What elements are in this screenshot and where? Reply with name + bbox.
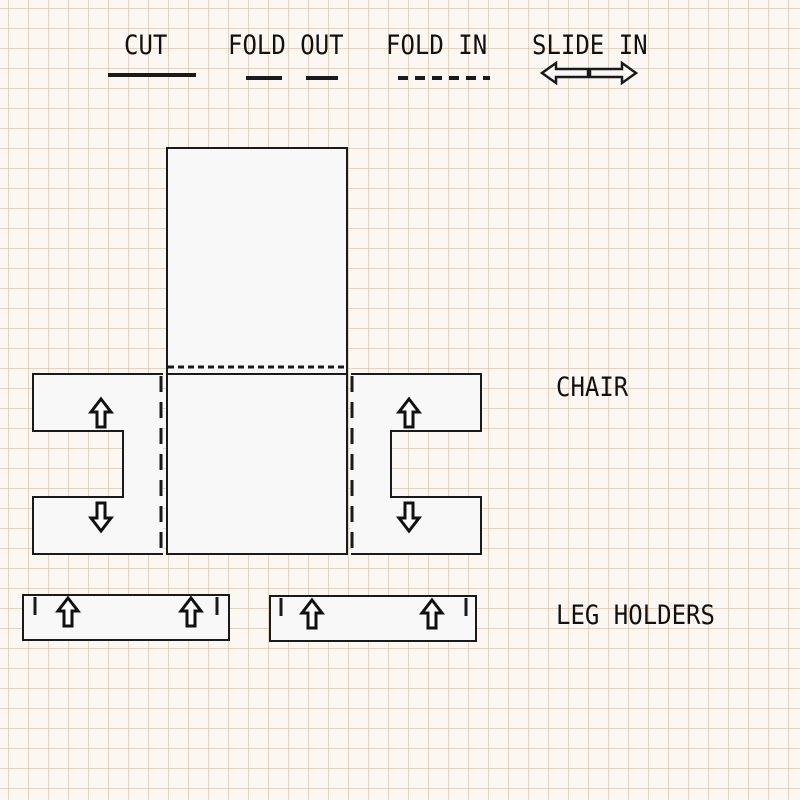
legend-slide-in-icon [539, 60, 639, 86]
legend-cut-label: CUT [124, 30, 168, 61]
leg-holder-left [22, 594, 230, 641]
leg-holders-label: LEG HOLDERS [556, 600, 715, 631]
legend-slide-in-label: SLIDE IN [532, 30, 648, 61]
chair-right-side-panel [351, 373, 482, 555]
chair-seat [166, 373, 348, 555]
legend-samples [108, 60, 639, 86]
leg-holder-right [269, 595, 477, 642]
legend-fold-out-label: FOLD OUT [228, 30, 344, 61]
chair-net [32, 147, 482, 555]
chair-backrest [166, 147, 348, 375]
legend-fold-in-label: FOLD IN [386, 30, 488, 61]
chair-fold-lines [159, 365, 354, 554]
chair-left-side-panel [32, 373, 163, 555]
chair-label: CHAIR [556, 372, 629, 403]
